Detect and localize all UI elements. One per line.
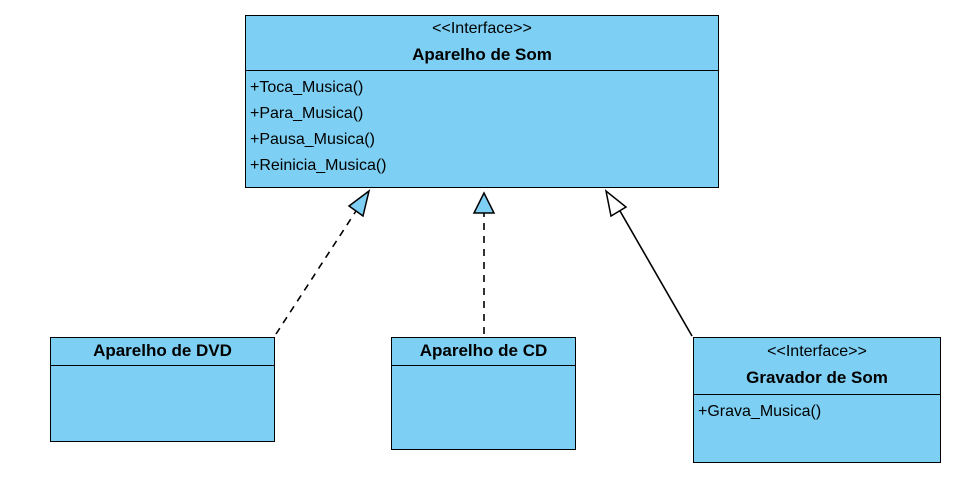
class-name: Aparelho de Som [412,45,552,64]
class-gravador-de-som[interactable]: <<Interface>> Gravador de Som +Grava_Mus… [693,337,941,463]
realization-cd-arrowhead [472,191,496,214]
generalization-gravador-arrowhead [604,189,628,218]
realization-dvd-arrowhead [347,189,371,218]
stereotype-label: <<Interface>> [767,343,867,360]
class-aparelho-de-som[interactable]: <<Interface>> Aparelho de Som +Toca_Musi… [245,15,719,188]
operation-toca-musica: +Toca_Musica() [250,79,364,96]
operations-compartment: +Grava_Musica() [694,395,940,425]
operation-para-musica: +Para_Musica() [250,105,364,122]
operation-pausa-musica: +Pausa_Musica() [250,131,375,148]
class-header: <<Interface>> Aparelho de Som [246,16,718,71]
class-name: Aparelho de CD [419,341,548,360]
operations-compartment: +Toca_Musica() +Para_Musica() +Pausa_Mus… [246,71,718,179]
class-header: Aparelho de DVD [51,338,274,366]
realization-dvd-line [275,210,357,335]
class-name: Aparelho de DVD [93,341,232,360]
generalization-gravador-line [619,210,693,337]
stereotype-label: <<Interface>> [432,20,532,37]
class-header: Aparelho de CD [392,338,575,366]
class-header: <<Interface>> Gravador de Som [694,338,940,395]
operation-reinicia-musica: +Reinicia_Musica() [250,157,387,174]
class-aparelho-de-cd[interactable]: Aparelho de CD [391,337,576,450]
class-name: Gravador de Som [746,368,888,387]
operation-grava-musica: +Grava_Musica() [698,403,822,420]
class-aparelho-de-dvd[interactable]: Aparelho de DVD [50,337,275,442]
